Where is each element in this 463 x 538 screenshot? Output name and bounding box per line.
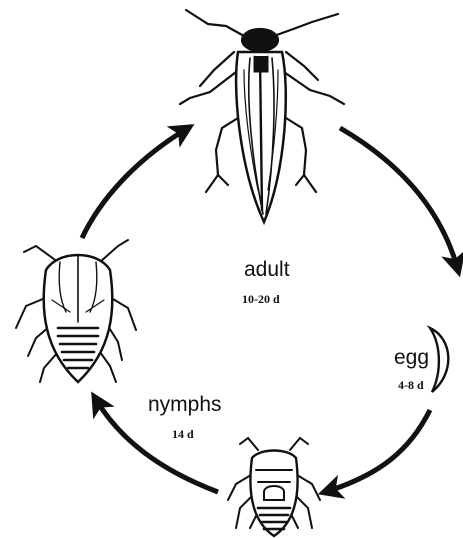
- egg-stage-duration: 4-8 d: [398, 378, 424, 393]
- egg-icon: [430, 328, 448, 392]
- egg-stage-label: egg: [394, 346, 429, 370]
- late-nymph-icon: [16, 240, 136, 382]
- arrow-late-nymph-to-adult: [82, 128, 188, 238]
- adult-stage-duration: 10-20 d: [242, 292, 280, 307]
- nymphs-stage-label: nymphs: [148, 393, 222, 417]
- nymphs-stage-duration: 14 d: [172, 427, 194, 442]
- adult-insect-icon: [180, 10, 344, 222]
- adult-stage-label: adult: [244, 258, 290, 282]
- arrow-adult-to-egg: [340, 128, 458, 270]
- early-nymph-icon: [228, 438, 320, 536]
- arrow-egg-to-nymph: [325, 410, 430, 492]
